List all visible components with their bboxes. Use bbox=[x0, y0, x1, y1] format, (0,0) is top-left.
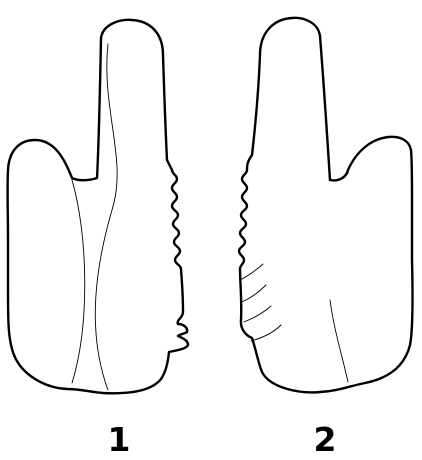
view-label-1: 1 bbox=[108, 420, 131, 459]
specimen-1-outline bbox=[8, 20, 188, 393]
specimen-view-1: 1 bbox=[8, 20, 188, 459]
specimen-view-2: 2 bbox=[239, 18, 413, 459]
view-label-2: 2 bbox=[314, 420, 337, 459]
